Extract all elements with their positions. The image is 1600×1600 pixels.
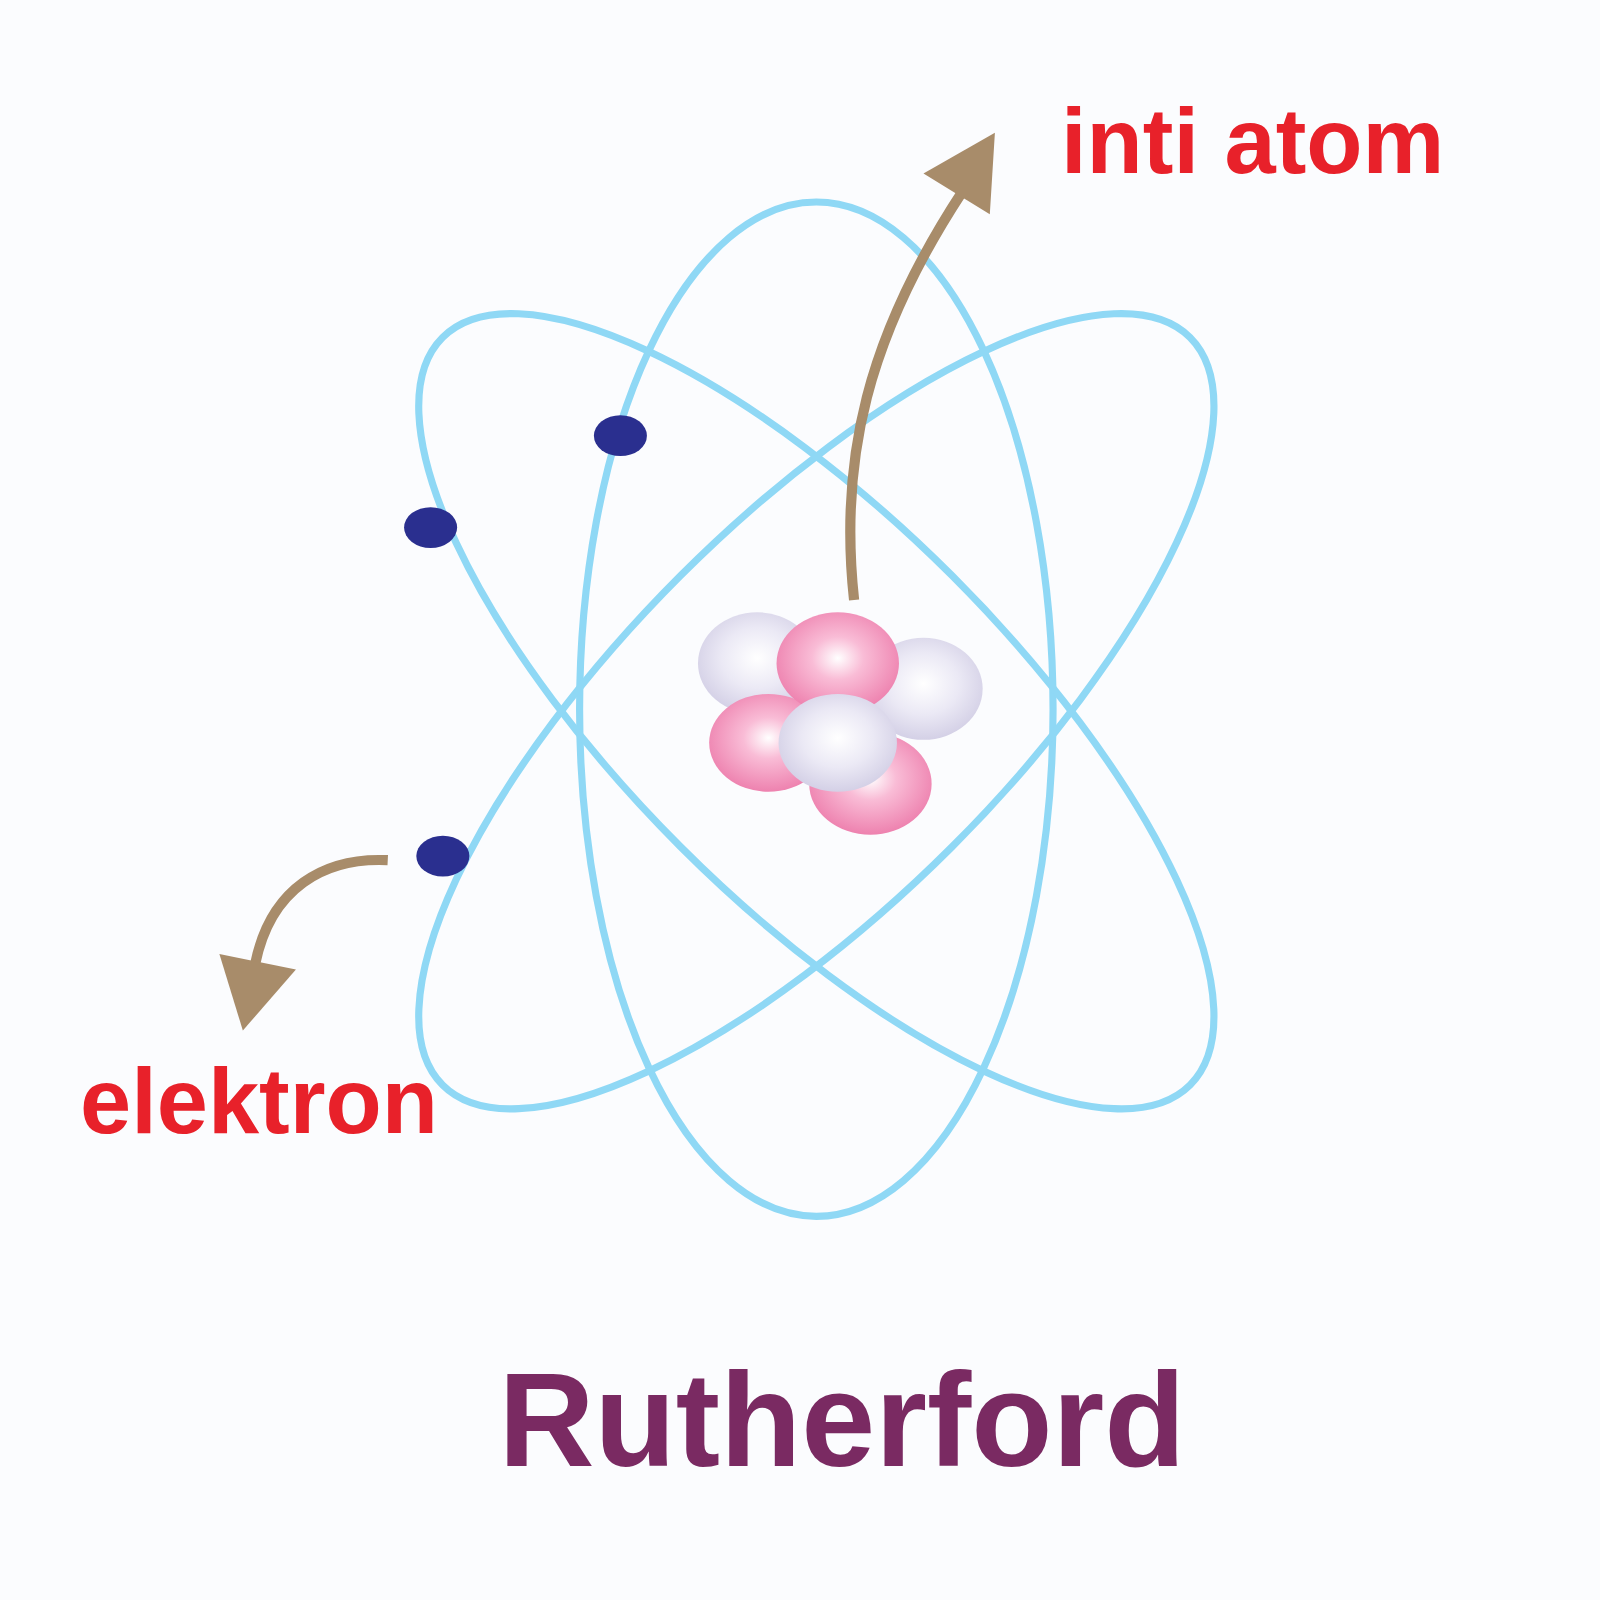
- electron: [416, 836, 469, 877]
- leader-line: [850, 192, 962, 600]
- orbit: [307, 202, 1326, 1221]
- leader-arrows: [219, 133, 995, 1031]
- electrons: [404, 415, 647, 876]
- leader-line: [255, 860, 388, 964]
- electron: [594, 415, 647, 456]
- electron-label: elektron: [80, 1055, 438, 1147]
- neutron: [779, 694, 897, 792]
- nucleus: [698, 612, 983, 834]
- electron: [404, 507, 457, 548]
- diagram-title: Rutherford: [498, 1354, 1185, 1487]
- arrowhead: [923, 133, 994, 215]
- nucleus-label: inti atom: [1061, 95, 1444, 187]
- arrowhead: [219, 954, 296, 1031]
- orbit: [307, 202, 1326, 1221]
- orbits: [307, 202, 1326, 1221]
